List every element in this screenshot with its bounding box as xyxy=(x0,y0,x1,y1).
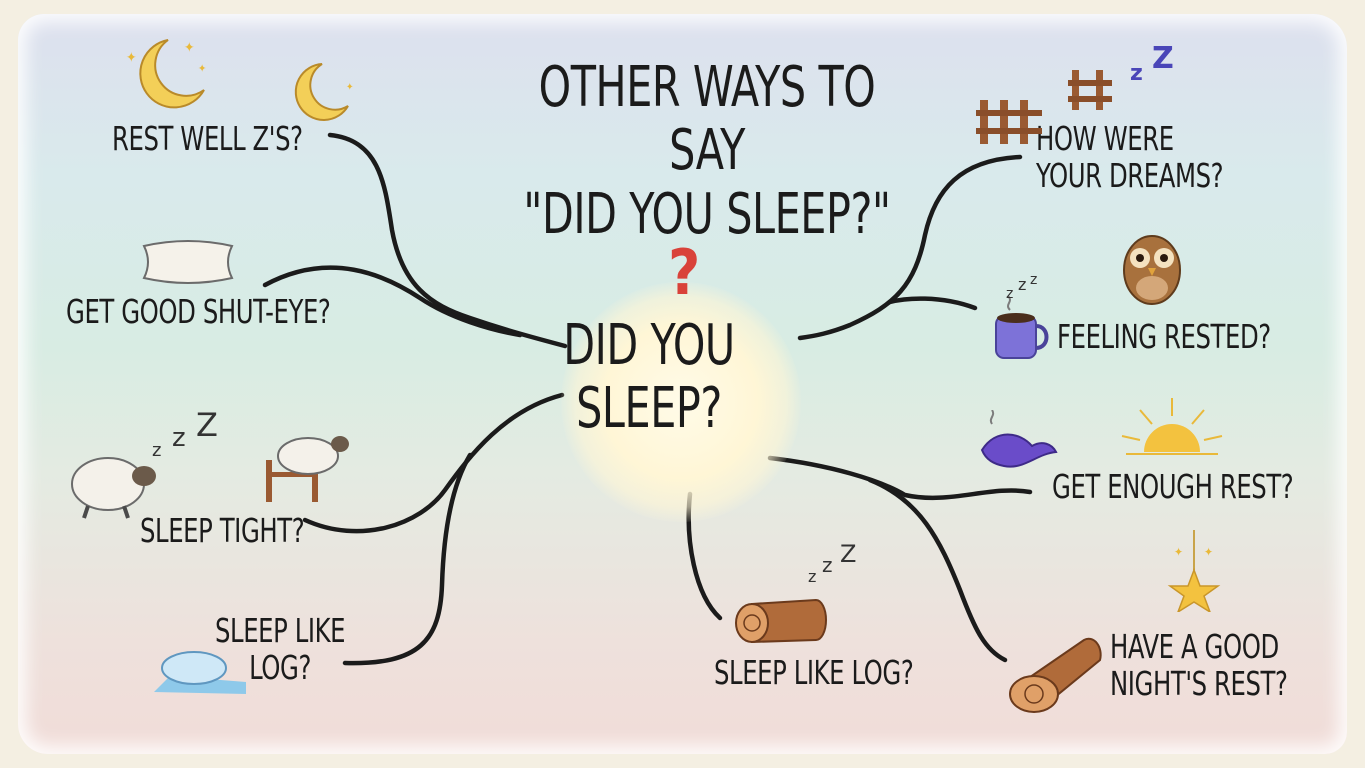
coffee-mug-icon xyxy=(995,296,1049,359)
svg-text:✦: ✦ xyxy=(126,50,137,66)
svg-text:Z: Z xyxy=(1152,44,1174,76)
branch-label-rested: FEELING RESTED? xyxy=(1057,317,1271,356)
branch-label-good-night: HAVE A GOOD NIGHT'S REST? xyxy=(1110,627,1288,704)
poster-title: OTHER WAYS TO SAY "DID YOU SLEEP?" xyxy=(523,55,891,247)
fence-icon xyxy=(976,100,1042,144)
svg-text:✦: ✦ xyxy=(1174,545,1183,559)
branch-line-enough-rest xyxy=(767,455,1033,501)
log-icon xyxy=(1009,637,1102,713)
svg-text:z: z xyxy=(1030,272,1037,288)
svg-text:✦: ✦ xyxy=(198,62,206,75)
svg-text:Z: Z xyxy=(840,540,856,568)
svg-text:✦: ✦ xyxy=(346,82,354,93)
branch-line-good-night xyxy=(867,477,1008,663)
log-icon xyxy=(735,598,827,644)
center-glow xyxy=(561,282,801,522)
svg-text:z: z xyxy=(1130,61,1143,86)
svg-text:z: z xyxy=(808,567,816,586)
zzz-icon: z z z xyxy=(1006,272,1037,302)
branch-label-sleep-tight: SLEEP TIGHT? xyxy=(140,511,305,550)
branch-line-rested xyxy=(887,296,978,311)
owl-icon xyxy=(1123,235,1181,305)
svg-text:z: z xyxy=(172,423,186,453)
branch-label-log-left: SLEEP LIKE LOG? xyxy=(215,611,346,688)
branch-label-shut-eye: GET GOOD SHUT-EYE? xyxy=(66,292,331,331)
svg-text:z: z xyxy=(1006,286,1013,302)
branch-line-shut-eye xyxy=(262,265,523,338)
svg-text:✦: ✦ xyxy=(184,40,195,56)
crescent-moon-icon: ✦ xyxy=(294,63,354,121)
svg-text:✦: ✦ xyxy=(1204,545,1213,559)
branch-label-log-bottom: SLEEP LIKE LOG? xyxy=(714,653,914,692)
sheep-icon xyxy=(71,457,156,519)
bird-icon xyxy=(980,410,1058,468)
star-icon: ✦ ✦ xyxy=(1167,530,1221,612)
zzz-icon: z Z xyxy=(1130,44,1174,86)
zzz-icon: z z Z xyxy=(808,540,856,586)
branch-label-rest-well: REST WELL Z'S? xyxy=(112,119,303,158)
pillow-icon xyxy=(142,240,234,284)
branch-line-sleep-tight xyxy=(302,392,565,534)
branch-line-dreams xyxy=(797,154,1023,341)
branch-line-log-left xyxy=(342,452,473,666)
svg-text:Z: Z xyxy=(196,406,218,444)
svg-text:z: z xyxy=(152,440,161,461)
slipper-icon xyxy=(154,651,246,694)
svg-text:z: z xyxy=(1018,275,1026,294)
crescent-moon-icon: ✦ ✦ ✦ xyxy=(126,39,206,109)
sunrise-icon xyxy=(1121,398,1223,455)
question-mark-icon: ? xyxy=(668,236,701,309)
zzz-icon: z z Z xyxy=(152,406,218,461)
fence-icon xyxy=(1068,70,1112,110)
branch-label-enough-rest: GET ENOUGH REST? xyxy=(1052,467,1294,506)
sheep-fence-icon xyxy=(266,436,349,502)
branch-label-dreams: HOW WERE YOUR DREAMS? xyxy=(1036,119,1224,196)
svg-text:z: z xyxy=(822,553,833,577)
center-node-label: DID YOU SLEEP? xyxy=(563,313,735,442)
